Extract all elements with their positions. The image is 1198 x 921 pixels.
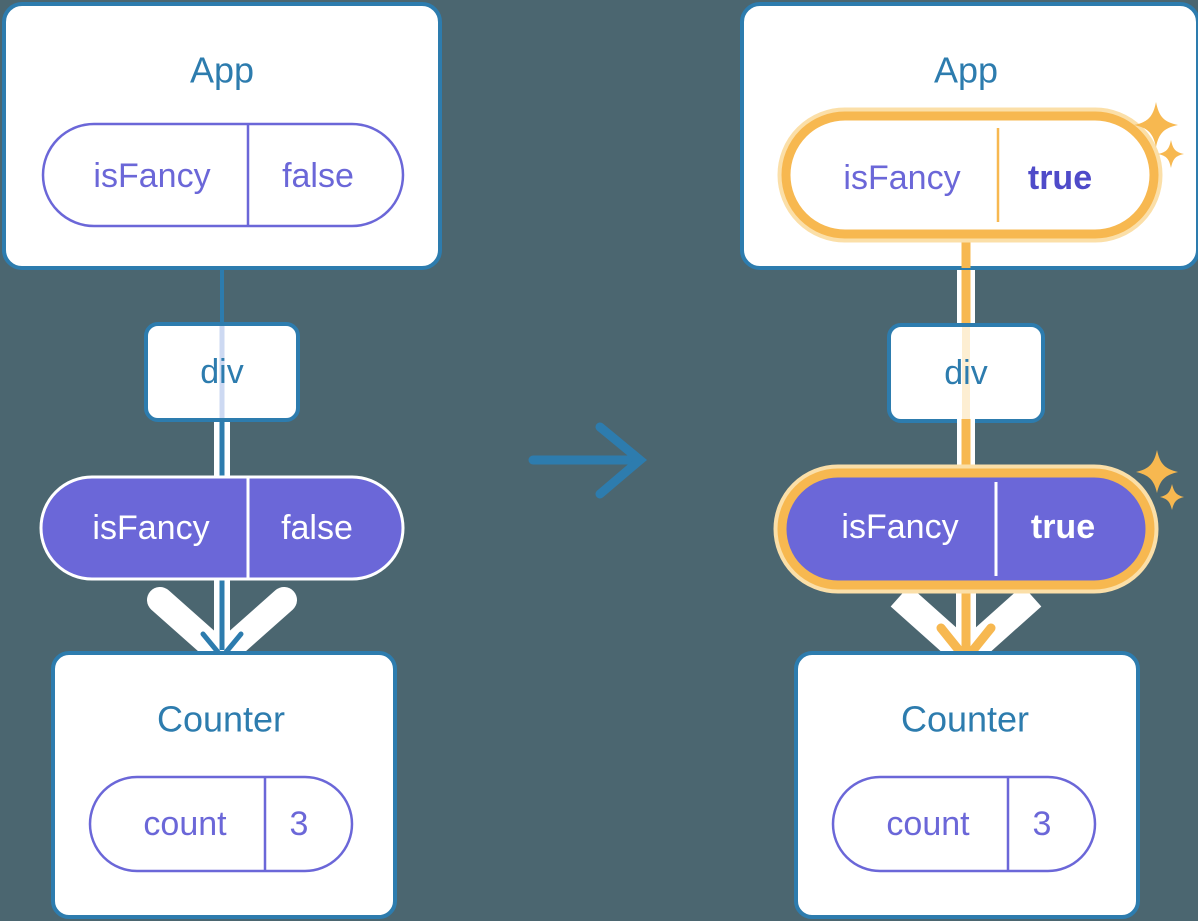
pill-outline (88, 775, 354, 873)
prop-pill-after: isFancy true (773, 464, 1159, 594)
pill-value: false (282, 157, 354, 195)
div-label: div (944, 354, 987, 392)
pill-value: 3 (1033, 805, 1052, 843)
pill-outline (41, 122, 405, 228)
counter-state-pill-before: count 3 (88, 775, 354, 873)
prop-pill-before: isFancy false (39, 475, 405, 581)
app-state-pill-before: isFancy false (41, 122, 405, 228)
sparkle-small-app-icon (1158, 140, 1184, 168)
app-title-after: App (934, 50, 998, 91)
pill-outline (831, 775, 1097, 873)
pill-fill (39, 475, 405, 581)
pill-value: true (1031, 508, 1095, 546)
pill-key: count (886, 805, 970, 843)
div-node-after: div (887, 323, 1045, 423)
pill-value: false (281, 509, 353, 547)
pill-key: isFancy (92, 509, 209, 547)
sparkle-large-prop-icon (1136, 450, 1178, 493)
pill-key: isFancy (843, 159, 960, 197)
counter-state-pill-after: count 3 (831, 775, 1097, 873)
arrow-head (595, 422, 648, 499)
pill-key: isFancy (841, 508, 958, 546)
counter-title-before: Counter (157, 699, 285, 740)
app-title-before: App (190, 50, 254, 91)
sparkle-small-prop-icon (1160, 484, 1184, 510)
div-label: div (200, 353, 243, 391)
pill-value: true (1028, 159, 1092, 197)
panel-before: App isFancy false div (2, 2, 442, 919)
app-state-pill-after: isFancy true (777, 107, 1163, 243)
highlight-ring (777, 468, 1155, 590)
counter-title-after: Counter (901, 699, 1029, 740)
highlight-ring (781, 111, 1159, 239)
pill-key: isFancy (93, 157, 210, 195)
pill-key: count (143, 805, 227, 843)
transition-arrow (528, 422, 648, 499)
pill-value: 3 (290, 805, 309, 843)
sparkle-large-app-icon (1134, 102, 1178, 147)
div-node-before: div (144, 322, 300, 422)
panel-after: App isFancy true div (740, 2, 1198, 919)
